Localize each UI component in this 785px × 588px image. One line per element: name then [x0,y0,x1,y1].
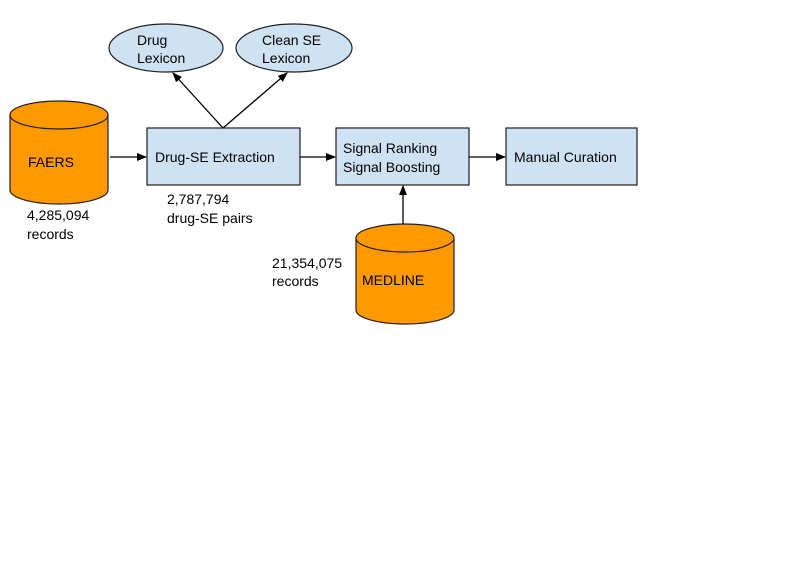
signal-ranking-label: Signal Ranking [343,140,437,156]
medline-cylinder-body [355,238,455,325]
faers-label: FAERS [28,154,74,170]
faers-database: FAERS [9,100,109,205]
arrow-extraction-to-clean-se-lexicon [222,72,288,129]
drug-lexicon-node: Drug Lexicon [108,23,224,73]
drug-se-pair-count: 2,787,794 [167,191,229,207]
drug-lexicon-label-line1: Drug [137,32,167,48]
drug-lexicon-label-line2: Lexicon [137,50,185,66]
manual-curation-box [505,127,638,186]
medline-label: MEDLINE [362,272,424,288]
signal-ranking-box [335,127,470,186]
faers-cylinder-body [9,115,109,205]
clean-se-lexicon-ellipse [235,23,353,73]
signal-boosting-label: Signal Boosting [343,159,440,175]
drug-lexicon-ellipse [108,23,224,73]
manual-curation-label: Manual Curation [514,149,617,165]
faers-record-count: 4,285,094 [27,207,89,223]
medline-database: MEDLINE [355,223,455,325]
clean-se-lexicon-label-line2: Lexicon [262,50,310,66]
clean-se-lexicon-node: Clean SE Lexicon [235,23,353,73]
faers-record-unit: records [27,226,74,242]
signal-ranking-node: Signal Ranking Signal Boosting [335,127,470,186]
clean-se-lexicon-label-line1: Clean SE [262,32,321,48]
drug-se-extraction-label: Drug-SE Extraction [155,149,275,165]
medline-record-count: 21,354,075 [272,255,342,271]
faers-cylinder-top [9,100,109,130]
arrow-extraction-to-drug-lexicon [172,72,224,129]
manual-curation-node: Manual Curation [505,127,638,186]
medline-record-unit: records [272,273,319,289]
drug-se-pair-unit: drug-SE pairs [167,210,253,226]
drug-se-extraction-node: Drug-SE Extraction [146,127,301,186]
medline-cylinder-top [355,223,455,253]
